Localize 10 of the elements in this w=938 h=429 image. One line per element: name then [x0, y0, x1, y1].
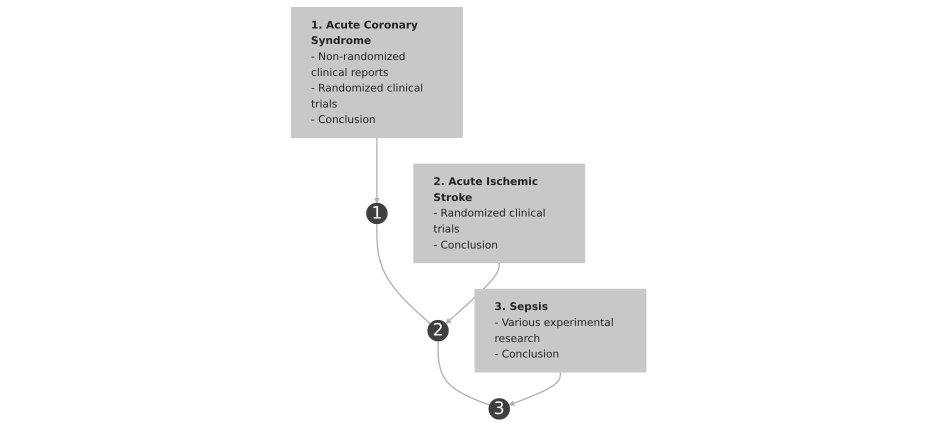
node-circle: 2	[428, 320, 450, 342]
arrow	[374, 138, 380, 204]
node-box: 2. Acute Ischemic Stroke - Randomized clinical trials - Conclusion	[414, 164, 586, 264]
connector	[438, 341, 490, 406]
node-circle: 1	[366, 202, 388, 224]
arrow	[509, 372, 562, 406]
node-box: 3. Sepsis - Various experimental research - Conclusion	[474, 288, 647, 372]
node-circle: 3	[488, 398, 510, 420]
connector	[376, 224, 432, 324]
node-box: 1. Acute Coronary Syndrome - Non-randomized clinical reports - Randomized clinical trials - Conclusion	[291, 6, 464, 138]
